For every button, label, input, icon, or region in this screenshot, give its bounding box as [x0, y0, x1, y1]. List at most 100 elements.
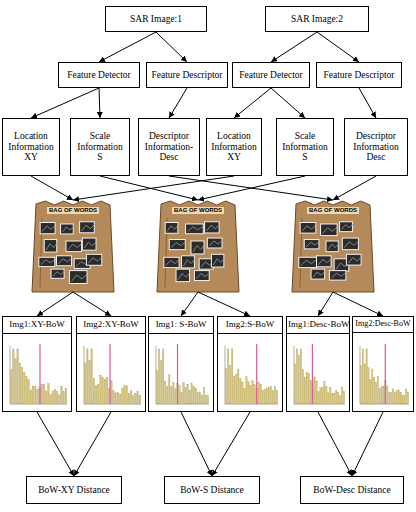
histogram-bar — [402, 395, 403, 404]
box-label: Location Information XY — [6, 131, 56, 164]
flow-arrow — [74, 412, 111, 476]
histogram-bar — [205, 395, 206, 404]
histogram-bar — [137, 391, 139, 404]
word-patch — [69, 271, 87, 284]
histogram-bar — [207, 396, 208, 404]
word-texture — [328, 243, 339, 249]
flow-arrow — [100, 176, 198, 200]
word-patch — [40, 223, 55, 234]
flow-arrow — [37, 292, 73, 316]
word-texture — [306, 241, 319, 247]
histogram-bar — [158, 349, 159, 404]
histogram — [10, 344, 67, 404]
flow-arrow — [333, 176, 376, 200]
word-patch — [311, 269, 325, 279]
flow-arrow — [99, 88, 100, 118]
histogram-bar — [61, 386, 63, 404]
box-label: BoW-S Distance — [180, 485, 244, 496]
histogram-panel: Img2:XY-BoW — [76, 316, 146, 412]
marker-line — [109, 344, 110, 404]
histogram-bar — [183, 383, 184, 404]
process-box: Scale Information S — [276, 118, 334, 176]
word-texture — [301, 259, 317, 265]
word-patch — [39, 257, 55, 266]
flow-arrow — [99, 32, 156, 62]
histogram-bar — [328, 393, 329, 404]
histogram-bar — [17, 349, 19, 404]
histogram-bar — [394, 392, 395, 404]
histogram-bar — [379, 388, 380, 404]
word-patch — [321, 224, 338, 236]
word-texture — [41, 259, 55, 265]
box-label: Scale Information S — [280, 131, 330, 164]
histogram-bar — [316, 381, 317, 404]
histogram-bar — [302, 370, 303, 404]
histogram-bar — [337, 393, 338, 404]
word-patch — [304, 240, 319, 249]
word-patch — [44, 240, 56, 253]
word-texture — [313, 271, 325, 277]
histogram-bar — [343, 391, 344, 404]
process-box: Location Information XY — [2, 118, 60, 176]
histogram-bar — [34, 386, 36, 404]
histogram-bar — [231, 349, 232, 404]
histogram-bar — [169, 375, 170, 404]
flow-arrow — [37, 412, 74, 476]
panel-title: Img1:Desc-BoW — [287, 317, 349, 334]
marker-line — [385, 344, 386, 404]
panel-title: Img1: S-BoW — [149, 317, 213, 334]
flow-arrow — [181, 412, 212, 476]
histogram-bar — [166, 386, 167, 404]
bag-shape — [292, 201, 374, 292]
flow-arrow — [212, 412, 250, 476]
bag-picture — [292, 201, 374, 292]
word-patch — [326, 241, 338, 252]
word-patch — [194, 271, 209, 281]
flow-arrow — [333, 292, 383, 316]
histogram-bar — [324, 381, 325, 404]
word-texture — [166, 259, 180, 265]
panel-title: Img2:S-BoW — [218, 317, 282, 334]
word-texture — [171, 242, 185, 248]
histogram-bar — [392, 389, 393, 404]
histogram-bar — [41, 384, 43, 404]
flow-arrow — [156, 32, 187, 62]
histogram-bar — [189, 390, 190, 404]
histogram-bar — [86, 349, 88, 404]
histogram-bar — [372, 369, 373, 404]
box-label: Feature Detector — [239, 70, 303, 81]
flow-arrow — [31, 176, 73, 200]
marker-line — [39, 344, 40, 404]
histogram-bar — [320, 388, 321, 404]
box-label: Location Information XY — [210, 131, 258, 164]
histogram-bar — [23, 372, 25, 404]
word-texture — [88, 257, 102, 264]
word-patch — [51, 269, 64, 278]
histogram-bar — [111, 380, 113, 404]
histogram-bar — [296, 349, 297, 404]
bag-shape — [157, 201, 239, 292]
histogram-bar — [360, 365, 361, 404]
flow-arrow — [359, 88, 376, 118]
word-texture — [302, 225, 316, 231]
box-label: Feature Descriptor — [324, 70, 395, 81]
histogram-panel: Img2:S-BoW — [217, 316, 283, 412]
histogram-bar — [173, 382, 174, 404]
word-texture — [207, 224, 220, 231]
histogram-bar — [160, 360, 161, 404]
bag-of-words: BAG OF WORDS — [30, 200, 116, 292]
histogram-bar — [227, 349, 228, 404]
histogram-bar — [244, 388, 245, 404]
histogram — [156, 344, 209, 404]
histogram-bar — [50, 395, 52, 404]
histogram-bar — [390, 392, 391, 404]
marker-line — [256, 344, 257, 404]
histogram-bar — [268, 387, 269, 404]
word-patch — [300, 223, 316, 234]
histogram-bar — [240, 378, 241, 404]
histogram-bar — [84, 363, 86, 404]
histogram-bar — [250, 385, 251, 404]
histogram-panel: Img1:XY-BoW — [2, 316, 72, 412]
histogram-bar — [37, 389, 39, 404]
histogram-bar — [274, 387, 275, 404]
